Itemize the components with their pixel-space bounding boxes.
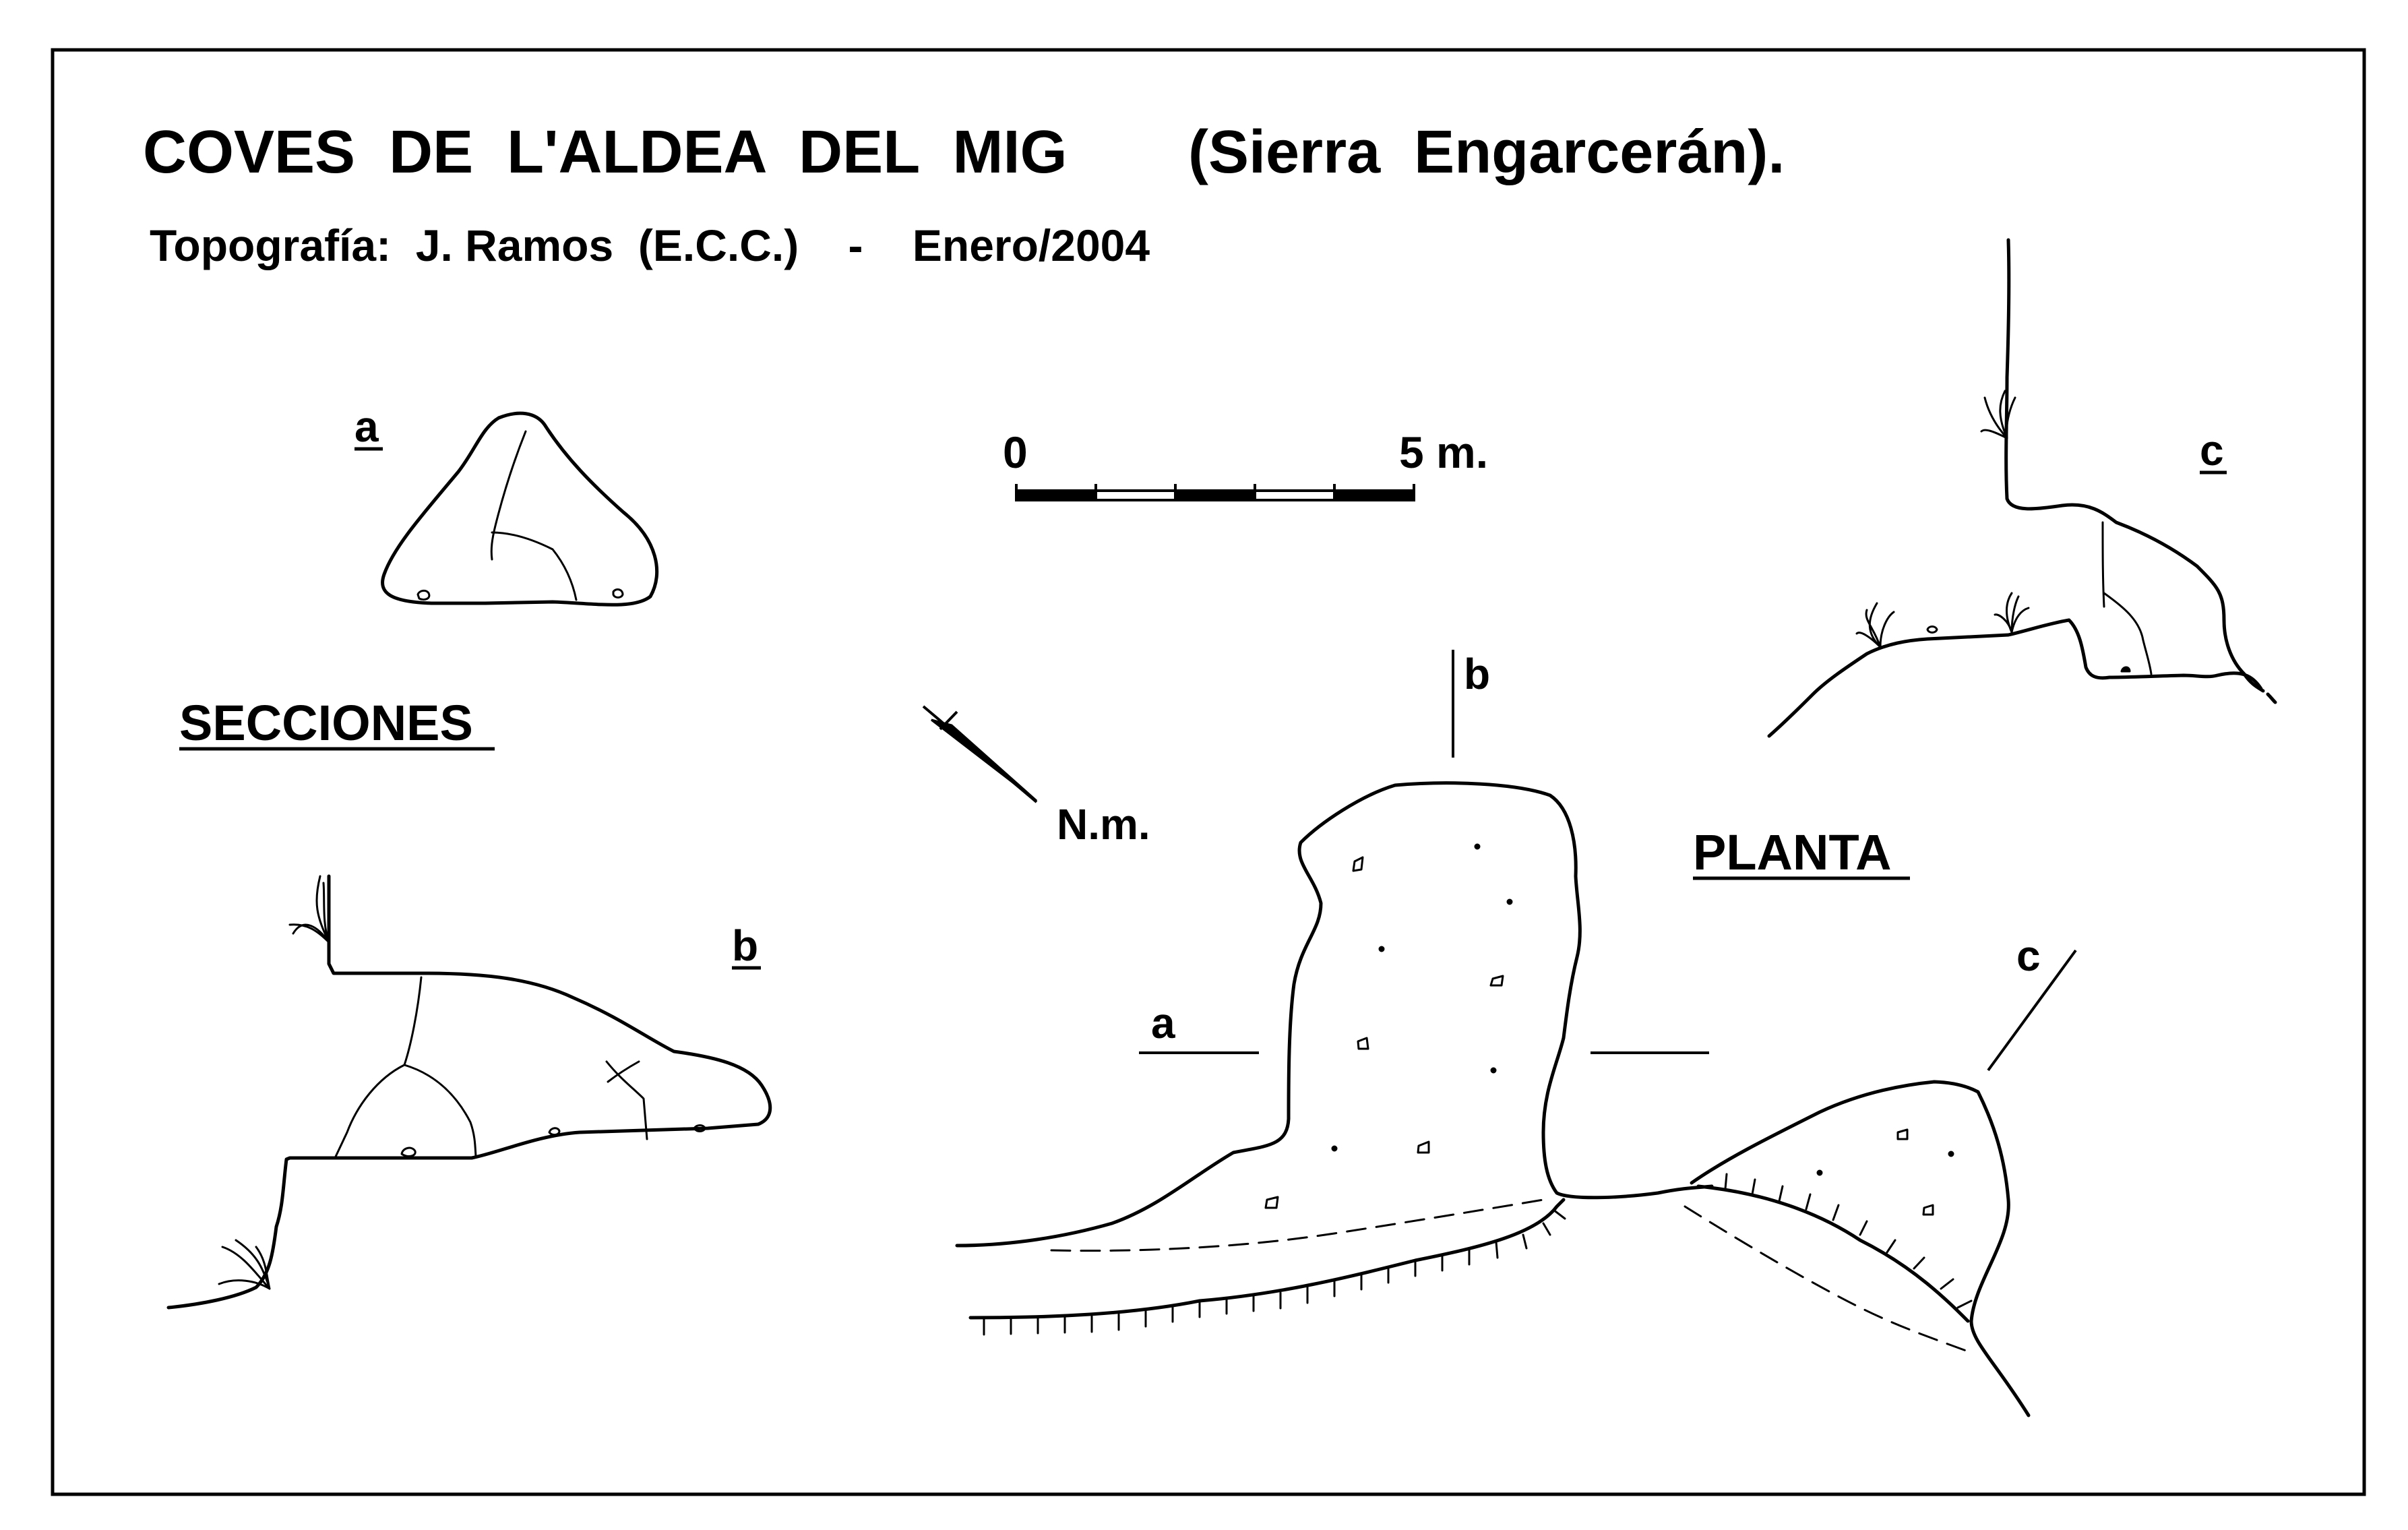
plan-cut-a-label: a [1151, 999, 1175, 1047]
survey-credits: Topografía: J. Ramos (E.C.C.) - Enero/20… [150, 220, 1150, 270]
scale-end-label: 5 m. [1399, 427, 1488, 477]
section-b [166, 874, 772, 1310]
north-arrow-icon [922, 705, 1038, 803]
north-arrow-label: N.m. [1057, 800, 1150, 849]
scale-bar [1015, 484, 1415, 501]
cave-plan [955, 781, 2031, 1417]
plan-heading: PLANTA [1693, 824, 1892, 880]
survey-title-location: (Sierra Engarcerán). [1188, 119, 1785, 186]
section-a-label: a [354, 402, 379, 451]
survey-title: COVES DE L'ALDEA DEL MIG [143, 119, 1068, 186]
plan-cut-lines [1139, 650, 2077, 1072]
sections-heading: SECCIONES [179, 695, 473, 751]
sheet-frame [51, 48, 2366, 1496]
section-c-label: c [2200, 426, 2224, 475]
plan-cut-b-label: b [1464, 650, 1490, 698]
section-c [1767, 238, 2277, 738]
section-b-label: b [732, 921, 758, 970]
plan-cut-c-label: c [2016, 931, 2041, 980]
scale-start-label: 0 [1003, 427, 1028, 477]
section-a [381, 411, 659, 607]
